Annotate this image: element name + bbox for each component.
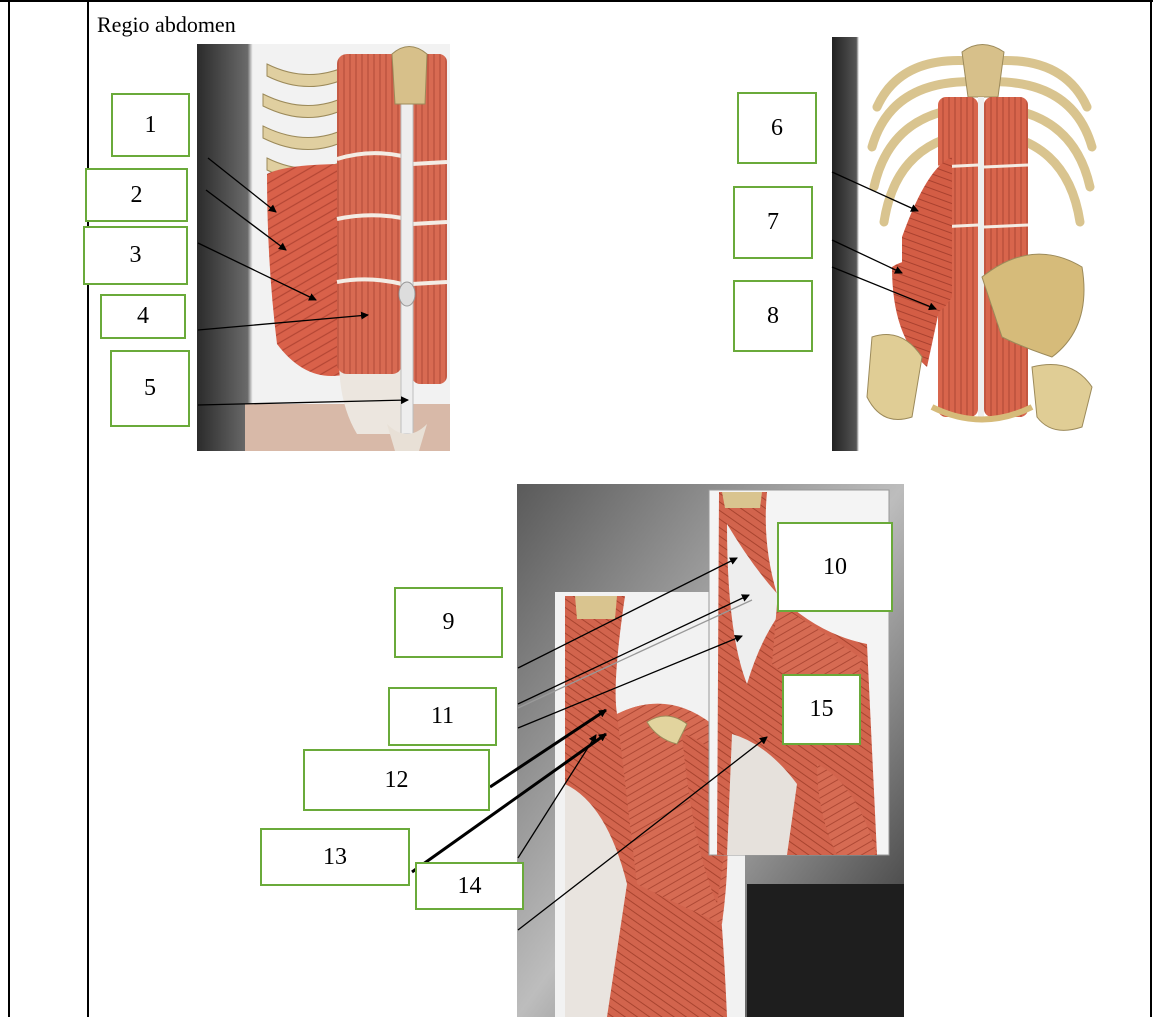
- posterior-abdominal-muscles-figure: [832, 37, 1102, 451]
- abdominal-wall-muscles-figure: [197, 44, 450, 451]
- table-column-divider: [87, 0, 89, 1017]
- table-right-border: [1150, 0, 1152, 1017]
- label-14-box[interactable]: 14: [415, 862, 524, 910]
- label-4-box[interactable]: 4: [100, 294, 186, 339]
- label-11-box[interactable]: 11: [388, 687, 497, 746]
- label-5-box[interactable]: 5: [110, 350, 190, 427]
- table-left-border: [8, 0, 10, 1017]
- label-10-box[interactable]: 10: [777, 522, 893, 612]
- label-1-box[interactable]: 1: [111, 93, 190, 157]
- label-13-box[interactable]: 13: [260, 828, 410, 886]
- section-title: Regio abdomen: [97, 12, 236, 38]
- label-12-box[interactable]: 12: [303, 749, 490, 811]
- label-3-box[interactable]: 3: [83, 226, 188, 285]
- label-7-box[interactable]: 7: [733, 186, 813, 259]
- label-2-box[interactable]: 2: [85, 168, 188, 222]
- table-top-border: [0, 0, 1153, 2]
- label-15-box[interactable]: 15: [782, 674, 861, 745]
- label-6-box[interactable]: 6: [737, 92, 817, 164]
- label-9-box[interactable]: 9: [394, 587, 503, 658]
- label-8-box[interactable]: 8: [733, 280, 813, 352]
